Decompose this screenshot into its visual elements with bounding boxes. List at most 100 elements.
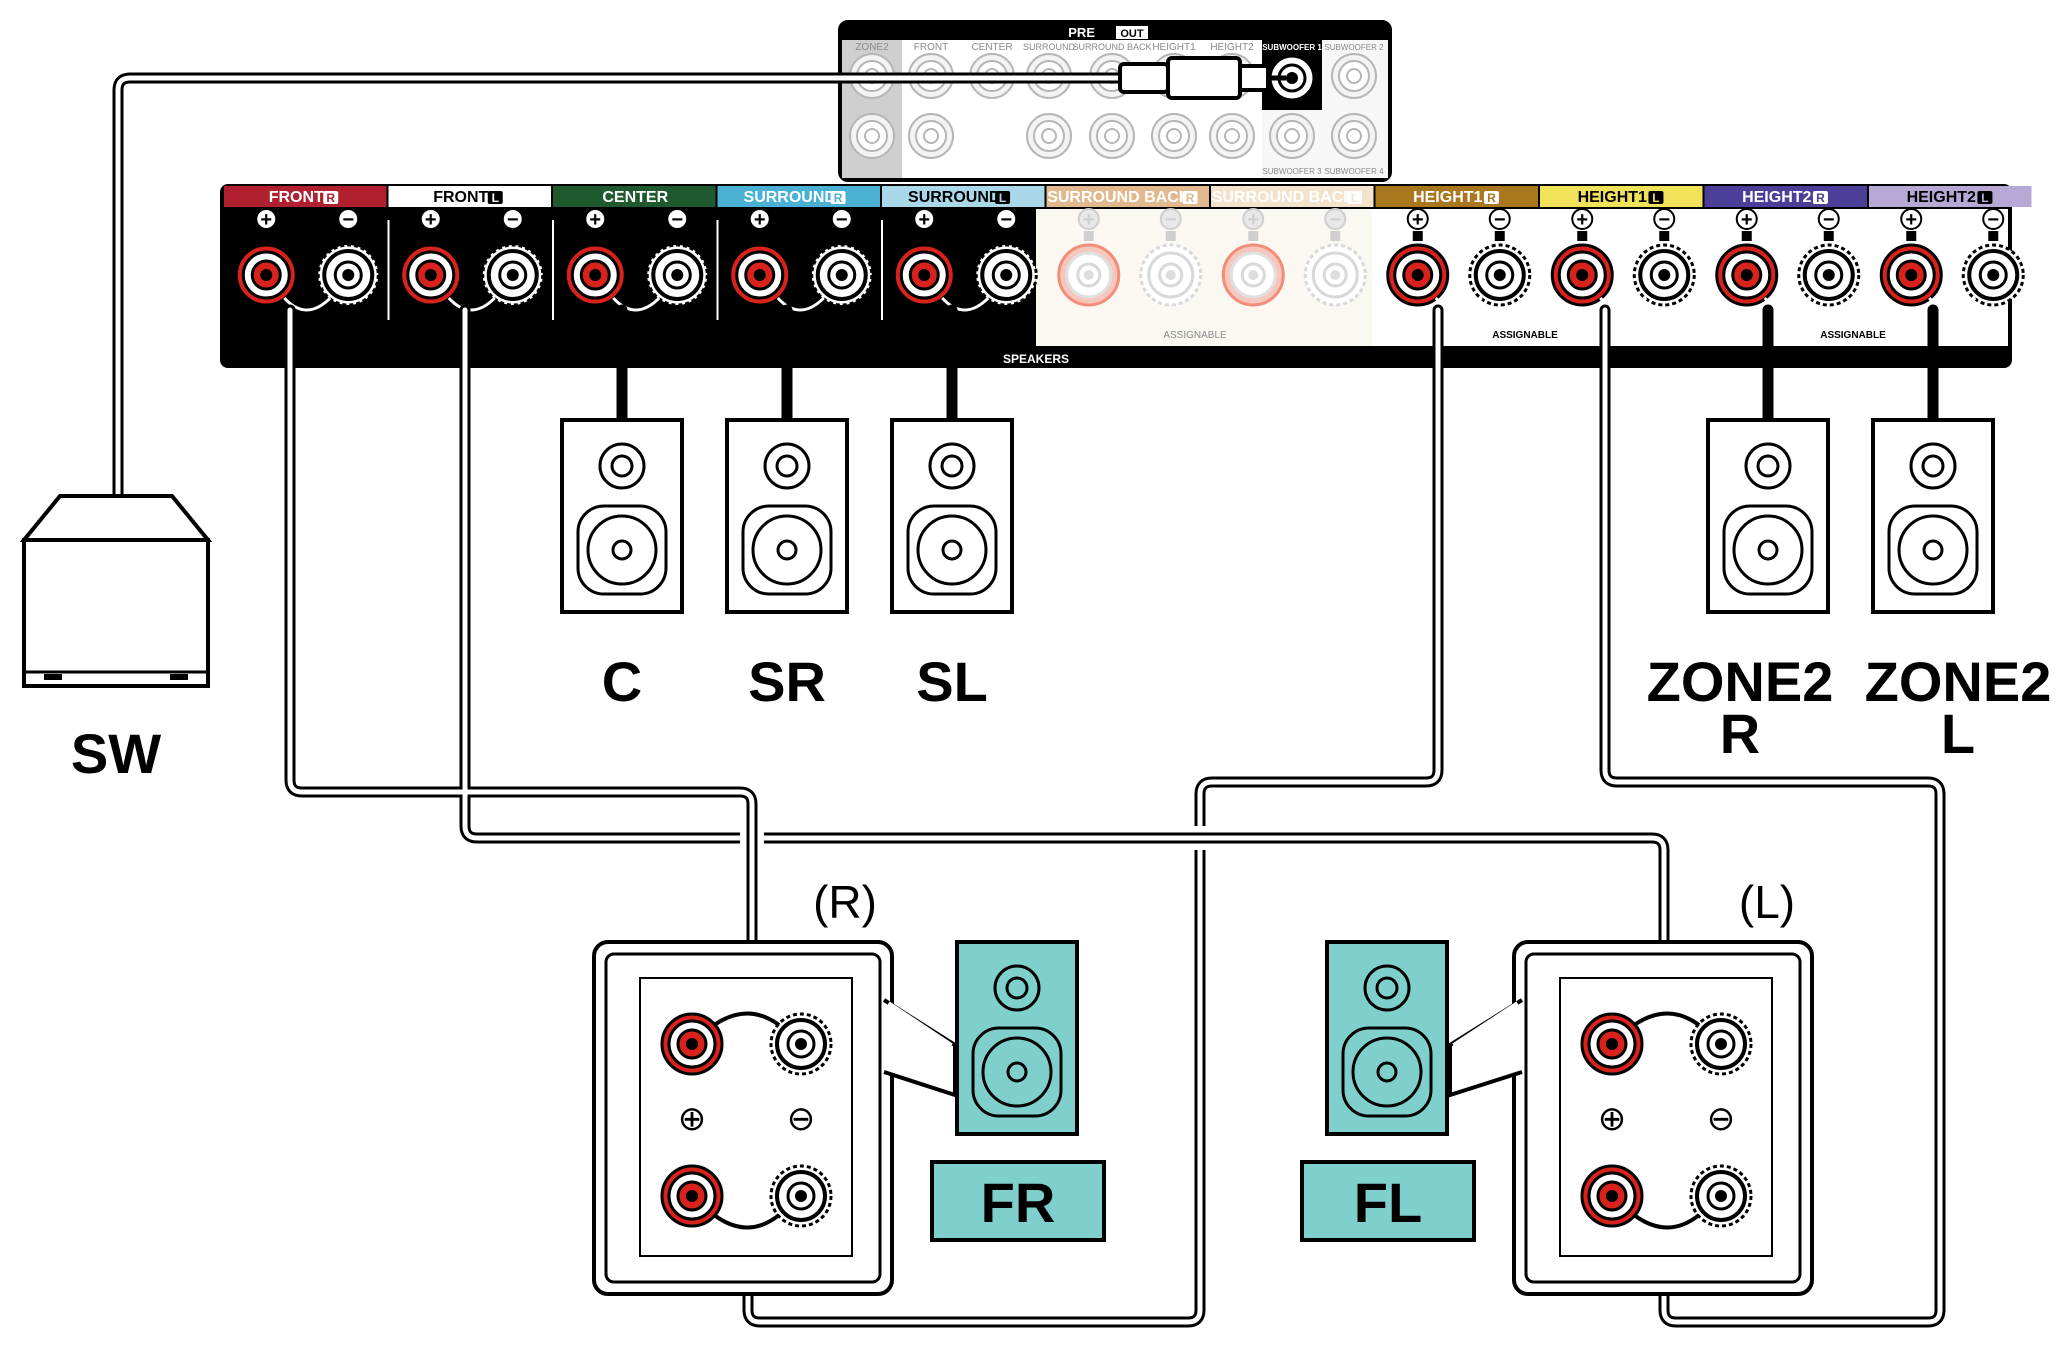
header-side-letter-surround-back-r: R: [1186, 191, 1195, 205]
minus-symbol-surround-r: −: [836, 209, 848, 231]
assignable-label-height1: ASSIGNABLE: [1492, 330, 1558, 341]
wire-loop-surround-r: [776, 296, 825, 312]
pre-out-label-zone2: ZONE2: [855, 42, 889, 53]
plus-marker-height1-l: [1571, 208, 1594, 230]
minus-stem-surround-back-l: [1330, 231, 1341, 241]
fr-plus-symbol: ⊕: [678, 1100, 707, 1138]
label-right-side: (R): [813, 876, 877, 928]
pre-out-label-subwoofer-2: SUBWOOFER 2: [1324, 43, 1384, 52]
wire-redraw-inner: [749, 818, 1222, 858]
pre-out-label-subwoofer-4: SUBWOOFER 4: [1324, 167, 1384, 176]
assignable-label-surround-back: ASSIGNABLE: [1163, 330, 1227, 341]
minus-marker-surround-l: [995, 208, 1018, 230]
minus-marker-height2-l: [1982, 208, 2005, 230]
header-label-surround-back-l: SURROUND BACK: [1212, 189, 1356, 206]
rca-plug: [1118, 56, 1286, 100]
minus-marker-surround-back-l: [1324, 208, 1347, 230]
minus-marker-center: [666, 208, 689, 230]
wire-loop-height2-l: [1928, 296, 1977, 312]
minus-stem-center: [672, 231, 683, 241]
fr-minus-symbol: ⊖: [787, 1100, 816, 1138]
header-side-letter-surround-back-l: L: [1351, 191, 1358, 205]
plus-symbol-height1-r: +: [1412, 209, 1424, 231]
plus-marker-height2-l: [1900, 208, 1923, 230]
header-side-badge-front-l: [487, 191, 503, 204]
minus-stem-front-r: [343, 231, 354, 241]
header-label-surround-l: SURROUND: [908, 189, 1000, 206]
plus-symbol-center: +: [589, 209, 601, 231]
minus-marker-surround-back-r: [1159, 208, 1182, 230]
plus-symbol-surround-back-r: +: [1083, 209, 1095, 231]
header-label-center: CENTER: [602, 189, 668, 206]
wire-front-r-upper: [284, 304, 758, 1016]
minus-stem-height1-l: [1659, 231, 1670, 241]
minus-symbol-center: −: [671, 209, 683, 231]
terminal-minus-surround-r: [809, 243, 874, 307]
minus-symbol-surround-l: −: [1000, 209, 1012, 231]
plus-marker-height1-r: [1406, 208, 1429, 230]
label-box-front-left: [1300, 1160, 1476, 1242]
header-label-height2-r: HEIGHT2: [1742, 189, 1811, 206]
pre-out-title: PRE: [1068, 25, 1095, 40]
plus-stem-surround-l: [919, 231, 930, 241]
pre-out-label-height1: HEIGHT1: [1152, 42, 1196, 53]
wire-loop-height1-r: [1434, 296, 1483, 312]
label-subwoofer: SW: [71, 722, 161, 785]
pre-out-label-front: FRONT: [914, 42, 948, 53]
plus-marker-center: [584, 208, 607, 230]
label-center: C: [602, 650, 642, 713]
minus-symbol-height1-r: −: [1494, 209, 1506, 231]
terminal-plus-surround-l: [892, 243, 956, 307]
label-surround-left: SL: [916, 650, 988, 713]
plus-symbol-front-r: +: [260, 209, 272, 231]
wire-front-l-upper: [459, 304, 1670, 1016]
plus-stem-height2-l: [1906, 231, 1917, 241]
terminal-minus-surround-l: [974, 243, 1039, 307]
label-front-left: FL: [1354, 1171, 1422, 1234]
label-zone2-left-line2: L: [1941, 702, 1975, 765]
minus-symbol-front-r: −: [342, 209, 354, 231]
wire-loop-surround-l: [941, 296, 990, 312]
header-side-badge-surround-l: [995, 191, 1011, 204]
fl-minus-symbol: ⊖: [1707, 1100, 1736, 1138]
header-side-badge-surround-back-l: [1347, 191, 1363, 204]
plus-stem-front-l: [425, 231, 436, 241]
plus-symbol-front-l: +: [425, 209, 437, 231]
plus-symbol-surround-r: +: [754, 209, 766, 231]
header-label-height2-l: HEIGHT2: [1907, 189, 1976, 206]
header-band-surround-back-r: [1046, 186, 1209, 207]
speaker-front-right: [955, 940, 1079, 1136]
minus-stem-surround-back-r: [1165, 231, 1176, 241]
plus-symbol-surround-l: +: [918, 209, 930, 231]
plus-stem-front-r: [261, 231, 272, 241]
column-divider: [387, 220, 390, 320]
header-side-badge-height1-l: [1648, 191, 1664, 204]
minus-stem-surround-l: [1001, 231, 1012, 241]
plus-stem-height2-r: [1741, 231, 1752, 241]
plus-symbol-surround-back-l: +: [1247, 209, 1259, 231]
subwoofer-1-jack: [1268, 54, 1316, 102]
plus-stem-surround-back-l: [1248, 231, 1259, 241]
minus-marker-front-l: [501, 208, 524, 230]
terminal-plus-height1-l: [1550, 243, 1614, 307]
plus-symbol-height2-l: +: [1905, 209, 1917, 231]
label-zone2-right-line1: ZONE2: [1647, 650, 1834, 713]
speaker-zone2-left: [1871, 418, 1995, 614]
header-side-letter-height2-r: R: [1816, 191, 1825, 205]
wire-loop-height1-l: [1599, 296, 1648, 312]
pre-out-label-subwoofer-1: SUBWOOFER 1: [1262, 43, 1322, 52]
pre-out-label-height2: HEIGHT2: [1210, 42, 1254, 53]
header-label-front-r: FRONT: [269, 189, 324, 206]
header-side-badge-front-r: [323, 191, 339, 204]
wire-loop-center: [612, 296, 661, 312]
terminal-minus-height2-r: [1796, 243, 1861, 307]
header-label-surround-r: SURROUND: [744, 189, 836, 206]
speaker-surround-right: [725, 418, 849, 614]
minus-stem-height2-r: [1823, 231, 1834, 241]
plus-stem-surround-back-r: [1083, 231, 1094, 241]
header-side-letter-height1-l: L: [1652, 191, 1659, 205]
wire-inner-white: [115, 75, 1943, 1325]
plus-marker-height2-r: [1735, 208, 1758, 230]
minus-symbol-height2-l: −: [1987, 209, 1999, 231]
